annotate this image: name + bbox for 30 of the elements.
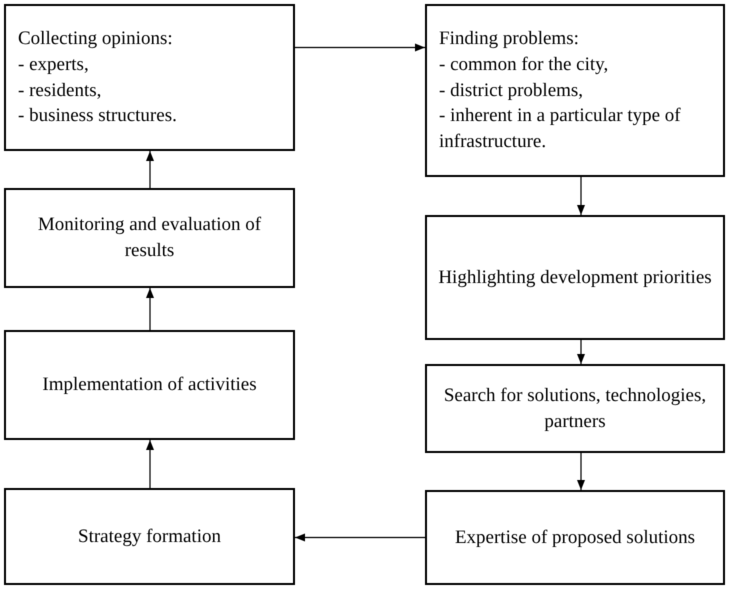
process-box — [4, 4, 295, 151]
box-text: Implementation of activities — [42, 373, 257, 398]
arrow — [295, 534, 425, 542]
list-item: - inherent in a particular type of infrastructure. — [439, 104, 682, 154]
list-item: - common for the city, — [439, 53, 608, 78]
process-box — [425, 490, 725, 585]
process-box — [425, 4, 725, 177]
list-item: - district problems, — [439, 78, 584, 103]
arrow — [146, 440, 154, 488]
arrow — [577, 340, 585, 364]
arrow — [577, 453, 585, 490]
box-text: Search for solutions, technologies, partners — [442, 384, 708, 434]
box-text: Expertise of proposed solutions — [454, 526, 696, 550]
process-box — [4, 330, 295, 440]
process-box — [425, 215, 725, 340]
arrow — [146, 151, 154, 188]
arrow — [295, 44, 425, 52]
arrow — [146, 288, 154, 330]
list-item: - business structures. — [18, 104, 177, 128]
box-heading: Collecting opinions: — [18, 27, 173, 52]
box-text: Highlighting development priorities — [438, 266, 712, 290]
process-box — [4, 488, 295, 585]
box-heading: Finding problems: — [439, 27, 579, 52]
process-box — [4, 188, 295, 288]
list-item: - residents, — [18, 78, 102, 102]
list-item: - experts, — [18, 52, 89, 77]
process-box — [425, 364, 725, 453]
arrow — [577, 177, 585, 215]
box-text: Strategy formation — [78, 524, 221, 549]
box-text: Monitoring and evaluation of results — [36, 213, 262, 263]
